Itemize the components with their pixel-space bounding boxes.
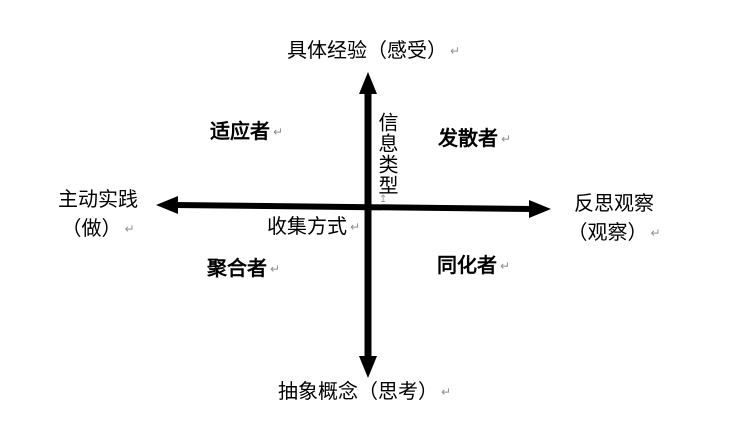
anchor-mark-icon: ↥: [379, 194, 388, 205]
axis-label-left-line2-text: （做）: [61, 218, 122, 240]
axis-label-top: 具体经验（感受）↵: [287, 40, 460, 63]
vertical-axis-center-label: 信息类型: [375, 112, 397, 196]
quadrant-top-left-text: 适应者: [210, 121, 270, 143]
paragraph-mark-icon: ↵: [500, 259, 511, 273]
paragraph-mark-icon: ↵: [273, 125, 284, 139]
quadrant-bottom-right-text: 同化者: [437, 255, 497, 277]
paragraph-mark-icon: ↵: [124, 222, 135, 236]
axis-label-right-line2-text: （观察）: [567, 222, 648, 244]
arrowhead-right-icon: [529, 200, 551, 218]
paragraph-mark-icon: ↵: [270, 262, 281, 276]
axis-label-left-line1: 主动实践: [58, 189, 138, 211]
arrowhead-down-icon: [359, 356, 377, 378]
axis-label-bottom: 抽象概念（思考）↵: [278, 381, 451, 404]
quadrant-label-bottom-right: 同化者↵: [437, 255, 510, 278]
paragraph-mark-icon: ↵: [650, 226, 661, 240]
quadrant-label-top-left: 适应者↵: [210, 121, 283, 144]
axis-label-right: 反思观察 （观察）↵: [558, 190, 670, 248]
quadrant-top-right-text: 发散者: [438, 128, 498, 150]
axis-label-bottom-text: 抽象概念（思考）: [278, 381, 438, 403]
paragraph-mark-icon: ↵: [450, 44, 461, 58]
axis-label-left: 主动实践 （做）↵: [42, 186, 154, 244]
horizontal-axis-line: [173, 202, 534, 212]
arrowhead-left-icon: [156, 196, 178, 214]
axis-label-left-line2: （做）↵: [42, 215, 154, 244]
axis-label-right-line2: （观察）↵: [558, 219, 670, 248]
axis-label-right-line1: 反思观察: [574, 193, 654, 215]
axis-label-top-text: 具体经验（感受）: [287, 40, 447, 62]
horizontal-axis-center-label: 收集方式↵: [267, 216, 360, 239]
quadrant-bottom-left-text: 聚合者: [207, 258, 267, 280]
arrowhead-up-icon: [359, 72, 377, 94]
quadrant-label-bottom-left: 聚合者↵: [207, 258, 280, 281]
horizontal-axis-center-text: 收集方式: [267, 216, 347, 238]
paragraph-mark-icon: ↵: [501, 132, 512, 146]
quadrant-label-top-right: 发散者↵: [438, 128, 511, 151]
paragraph-mark-icon: ↵: [350, 220, 361, 234]
paragraph-mark-icon: ↵: [441, 385, 452, 399]
